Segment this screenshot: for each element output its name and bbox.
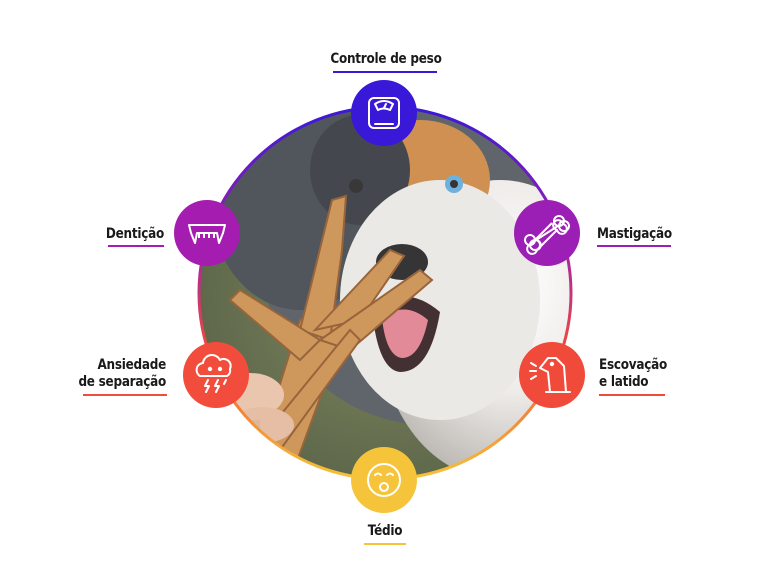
label-underline — [599, 394, 665, 396]
node-denticao — [174, 200, 240, 266]
label-underline — [597, 245, 671, 247]
label-underline — [364, 543, 406, 545]
node-circle — [519, 342, 585, 408]
label-ansiedade-de-separacao: Ansiedade de separação — [75, 357, 166, 391]
node-mastigacao — [514, 200, 580, 266]
label-escovacao-e-latido: Escovação e latido — [599, 357, 676, 391]
label-line: Mastigação — [597, 226, 672, 242]
node-circle — [351, 447, 417, 513]
label-line: de separação — [78, 374, 166, 390]
node-tedio — [351, 447, 417, 513]
teeth-icon — [188, 224, 226, 244]
scale-icon — [368, 97, 400, 129]
label-line: e latido — [599, 374, 649, 390]
label-underline — [108, 245, 164, 247]
label-controle-de-peso: Controle de peso — [326, 51, 446, 68]
bored-face-icon — [367, 463, 401, 497]
label-denticao: Dentição — [99, 226, 164, 243]
node-controle-de-peso — [351, 80, 417, 146]
dog-chewing-chicken-feet-photo — [199, 107, 571, 479]
label-line: Ansiedade — [97, 357, 166, 373]
label-underline — [333, 71, 437, 73]
label-line: Tédio — [367, 523, 403, 539]
label-line: Controle de peso — [330, 51, 442, 67]
node-ansiedade-de-separacao — [183, 342, 249, 408]
label-mastigacao: Mastigação — [597, 226, 674, 243]
label-line: Dentição — [105, 226, 164, 242]
node-escovacao-e-latido — [519, 342, 585, 408]
bone-icon — [524, 215, 570, 255]
storm-cloud-icon — [195, 354, 232, 393]
label-line: Escovação — [599, 357, 667, 373]
label-underline — [83, 394, 167, 396]
label-tedio: Tédio — [346, 523, 423, 540]
node-circle — [351, 80, 417, 146]
barking-dog-icon — [529, 357, 571, 393]
